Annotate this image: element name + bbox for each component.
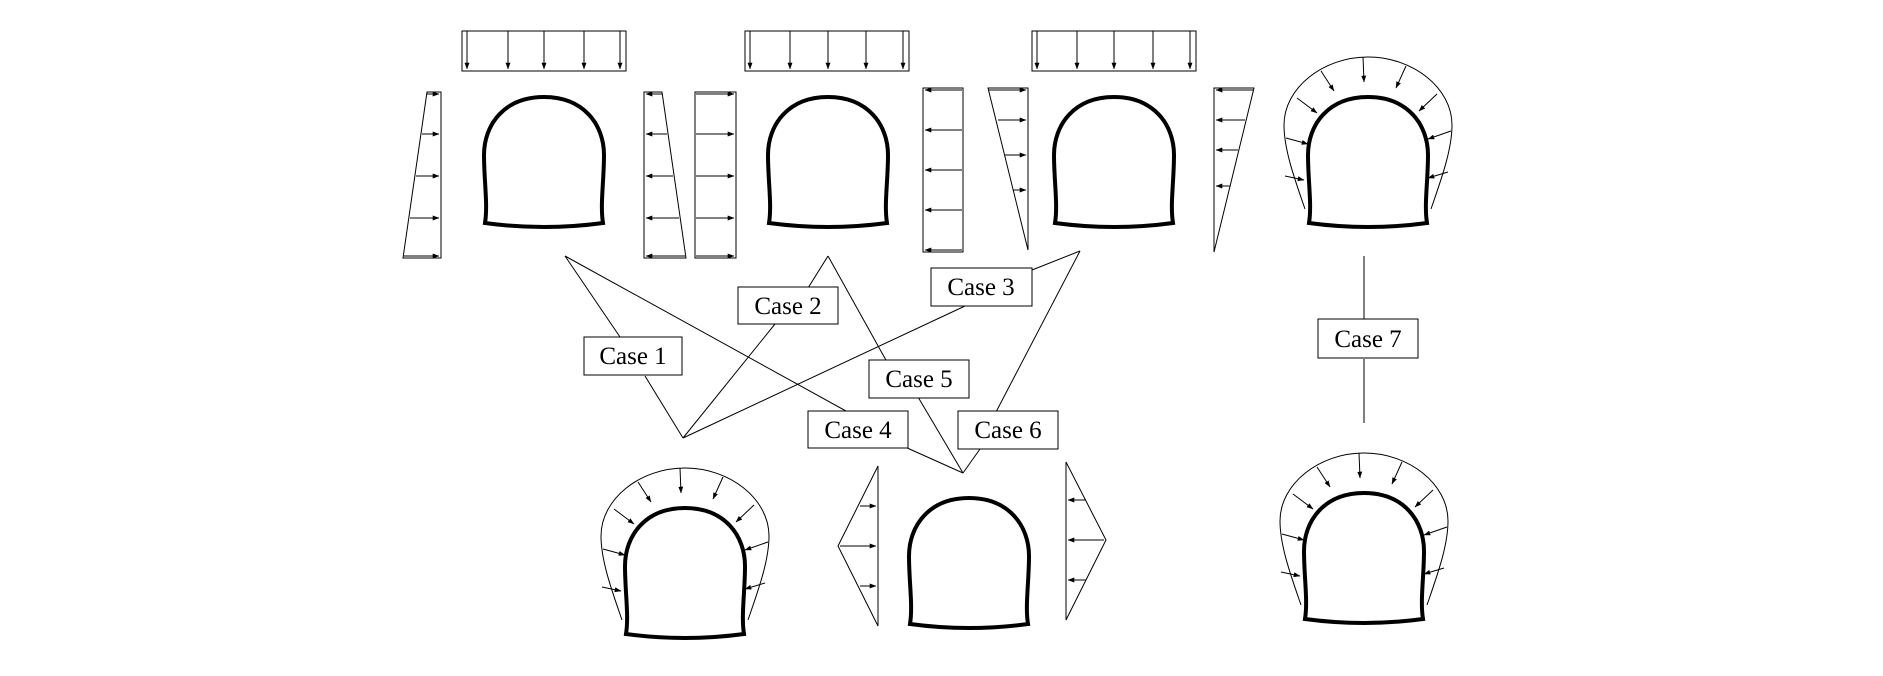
tunnel-config-f <box>837 461 1107 630</box>
case-label-1-text: Case 1 <box>599 343 666 370</box>
tunnel-outline-f <box>907 496 1031 630</box>
case-label-6: Case 6 <box>957 410 1059 450</box>
case-label-4-text: Case 4 <box>824 417 892 444</box>
vertical-load-b <box>744 30 910 72</box>
lateral-load-right-c <box>1213 87 1255 253</box>
vertical-load-a <box>461 30 627 72</box>
lateral-load-right-b <box>922 87 964 253</box>
lateral-load-left-b <box>694 91 737 259</box>
tunnel-outline-e <box>623 506 747 640</box>
case-label-1: Case 1 <box>583 336 683 376</box>
case-label-5: Case 5 <box>868 359 970 399</box>
tunnel-outline-d <box>1306 95 1430 229</box>
vertical-load-c <box>1031 30 1197 72</box>
tunnel-config-a <box>402 30 687 259</box>
case-label-6-text: Case 6 <box>974 417 1041 444</box>
tunnel-config-g <box>1280 453 1448 625</box>
tunnel-config-d <box>1284 57 1452 229</box>
tunnel-outline-c <box>1052 95 1176 229</box>
case-label-2-text: Case 2 <box>754 293 821 320</box>
tunnel-outline-b <box>766 95 890 229</box>
case-label-7-text: Case 7 <box>1334 326 1401 353</box>
case-label-5-text: Case 5 <box>885 366 952 393</box>
case-label-4: Case 4 <box>807 410 909 449</box>
lateral-load-left-a <box>402 91 442 259</box>
case-label-2: Case 2 <box>737 286 839 325</box>
connector-lines <box>564 250 1365 474</box>
tunnel-outline-g <box>1302 491 1426 625</box>
lateral-load-left-f <box>837 465 879 627</box>
tunnel-config-c <box>987 30 1255 253</box>
tunnel-outline-a <box>482 95 606 229</box>
tunnel-config-e <box>601 468 769 640</box>
case-label-3: Case 3 <box>930 267 1033 307</box>
lateral-load-left-c <box>987 87 1029 251</box>
lateral-load-right-f <box>1065 461 1107 621</box>
tunnel-config-b <box>694 30 964 259</box>
case-label-7: Case 7 <box>1317 318 1419 359</box>
lateral-load-right-a <box>643 91 687 259</box>
case-label-3-text: Case 3 <box>947 274 1014 301</box>
